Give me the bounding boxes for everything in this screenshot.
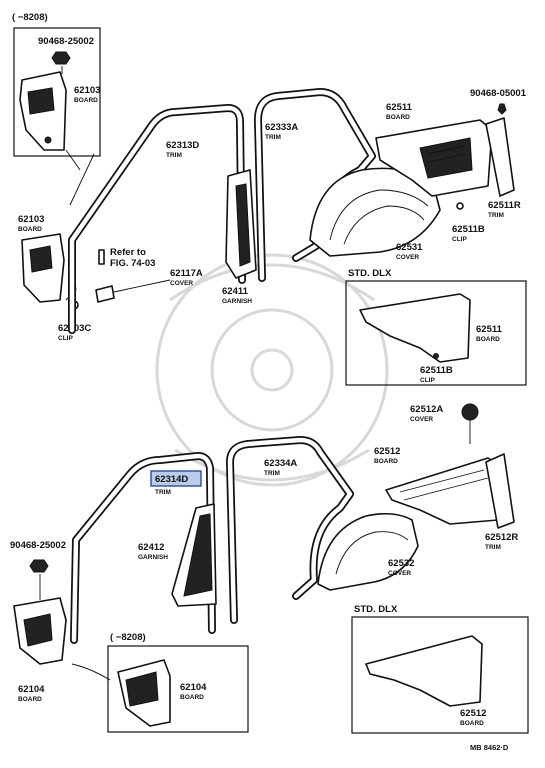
trim-62511r-group: 90468-05001 62511R TRIM 62511B CLIP [452, 88, 527, 243]
trim-62314d-group: 62314D TRIM [70, 452, 216, 644]
cover-62512a-part-number[interactable]: 62512A [410, 404, 443, 415]
std-board-62512-desc: BOARD [460, 720, 484, 727]
inset-box-bottom: ( −8208) 62104 BOARD [107, 632, 249, 733]
garnish-62411-desc: GARNISH [222, 298, 252, 305]
board-62103-part-number[interactable]: 62103 [18, 214, 44, 225]
board-62512-desc: BOARD [374, 458, 398, 465]
garnish-62412-group: 62412 GARNISH [138, 503, 217, 607]
board-62104-group: 90468-25002 62104 BOARD [10, 540, 111, 703]
inset-board-part-number[interactable]: 62103 [74, 85, 100, 96]
trim-62512r-desc: TRIM [485, 544, 501, 551]
inset-board-desc: BOARD [74, 97, 98, 104]
inset-box-top-left: ( −8208) 90468-25002 62103 BOARD [12, 12, 101, 206]
watermark-emblem [155, 253, 389, 487]
diagram-code: MB 8462·D [470, 743, 509, 752]
highlight-box [150, 470, 202, 487]
cover-62117a-shape [95, 285, 115, 303]
cover-62531-desc: COVER [396, 254, 419, 261]
clip-90468-05001-part-number[interactable]: 90468-05001 [470, 88, 527, 99]
clip-62511b-part-number[interactable]: 62511B [452, 224, 485, 235]
refer-note: Refer to FIG. 74-03 62117A COVER [95, 247, 203, 303]
trim-62313d-desc: TRIM [166, 152, 182, 159]
clip-icon [29, 559, 49, 573]
board-62103-desc: BOARD [18, 226, 42, 233]
std-dlx-label-bottom: STD. DLX [354, 604, 398, 615]
trim-62334a-group: 62334A TRIM [226, 436, 354, 624]
inset-range-label-bottom: ( −8208) [110, 632, 146, 643]
board-62511-part-number[interactable]: 62511 [386, 102, 413, 113]
refer-line-1: Refer to [110, 247, 146, 258]
refer-line-2: FIG. 74-03 [110, 258, 155, 269]
cover-62532-part-number[interactable]: 62532 [388, 558, 414, 569]
cover-62532-group: 62532 COVER [317, 512, 419, 591]
board-62512-group: 62512 BOARD 62512R TRIM [374, 446, 518, 551]
cover-62117a-desc: COVER [170, 280, 193, 287]
std-dlx-label-top: STD. DLX [348, 268, 392, 279]
trim-62511r-desc: TRIM [488, 212, 504, 219]
cover-62117a-part-number[interactable]: 62117A [170, 268, 203, 279]
std-dlx-box-bottom: STD. DLX 62512 BOARD [351, 604, 529, 734]
trim-62334a-desc: TRIM [264, 470, 280, 477]
trim-62512r-part-number[interactable]: 62512R [485, 532, 518, 543]
garnish-62412-part-number[interactable]: 62412 [138, 542, 164, 553]
trim-62334a-part-number[interactable]: 62334A [264, 458, 297, 469]
inset-board-62104-part-number[interactable]: 62104 [180, 682, 207, 693]
trim-62314d-desc: TRIM [155, 489, 171, 496]
cover-62532-desc: COVER [388, 570, 411, 577]
round-cover-icon [461, 403, 479, 421]
inset-clip-part-number[interactable]: 90468-25002 [38, 36, 94, 47]
inset-range-label: ( −8208) [12, 12, 48, 23]
std-board-62511-part-number[interactable]: 62511 [476, 324, 503, 335]
trim-62313d-part-number[interactable]: 62313D [166, 140, 199, 151]
trim-62511r-part-number[interactable]: 62511R [488, 200, 521, 211]
std-board-62511-desc: BOARD [476, 336, 500, 343]
std-clip-62511b-part-number[interactable]: 62511B [420, 365, 453, 376]
clip-icon [51, 51, 71, 65]
inset-board-62104-desc: BOARD [180, 694, 204, 701]
trim-62333a-desc: TRIM [265, 134, 281, 141]
trim-62313d-group: 62313D TRIM [68, 104, 246, 334]
std-clip-62511b-desc: CLIP [420, 377, 435, 384]
std-board-62512-part-number[interactable]: 62512 [460, 708, 486, 719]
trim-62333a-part-number[interactable]: 62333A [265, 122, 298, 133]
board-62104-part-number[interactable]: 62104 [18, 684, 45, 695]
cover-62512a-group: 62512A COVER [410, 403, 479, 444]
board-62511-group: 62511 BOARD [375, 102, 493, 197]
trim-62314d-part-number[interactable]: 62314D [155, 474, 188, 485]
cover-62531-part-number[interactable]: 62531 [396, 242, 423, 253]
garnish-62411-group: 62411 GARNISH [222, 169, 257, 305]
clip-62511b-desc: CLIP [452, 236, 467, 243]
garnish-62411-part-number[interactable]: 62411 [222, 286, 249, 297]
cover-62512a-desc: COVER [410, 416, 433, 423]
board-62511-desc: BOARD [386, 114, 410, 121]
clip-62103c-desc: CLIP [58, 335, 73, 342]
clip-90468-25002-part-number[interactable]: 90468-25002 [10, 540, 66, 551]
board-62512-part-number[interactable]: 62512 [374, 446, 400, 457]
board-62104-desc: BOARD [18, 696, 42, 703]
garnish-62412-desc: GARNISH [138, 554, 168, 561]
std-dlx-box-top: STD. DLX 62511 BOARD 62511B CLIP [345, 268, 527, 386]
